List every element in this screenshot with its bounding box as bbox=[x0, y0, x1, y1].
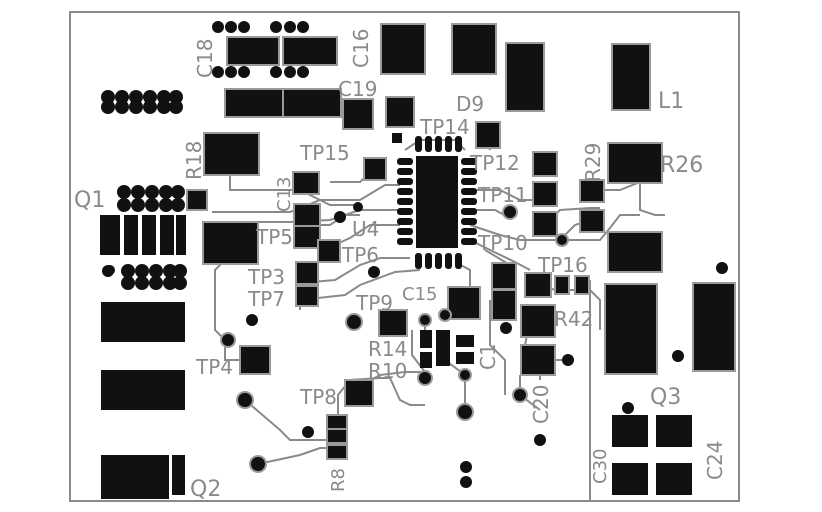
label-c13: C13 bbox=[274, 177, 295, 212]
label-tp6: TP6 bbox=[341, 243, 379, 267]
label-c15: C15 bbox=[402, 284, 437, 305]
label-c16: C16 bbox=[349, 29, 373, 68]
board-outline bbox=[69, 11, 740, 502]
label-d9: D9 bbox=[456, 92, 484, 116]
label-tp15: TP15 bbox=[299, 141, 350, 165]
label-c18: C18 bbox=[193, 39, 217, 78]
silkscreen-labels: C18 C16 C19 D9 L1 R18 TP15 TP14 TP12 R29… bbox=[74, 29, 727, 502]
label-c20: C20 bbox=[529, 385, 553, 424]
label-r14: R14 bbox=[368, 337, 407, 361]
label-r8: R8 bbox=[328, 468, 349, 492]
label-tp4: TP4 bbox=[195, 355, 233, 379]
label-tp9: TP9 bbox=[355, 291, 393, 315]
label-q1: Q1 bbox=[74, 188, 105, 213]
label-r42: R42 bbox=[554, 307, 593, 331]
label-q2: Q2 bbox=[190, 477, 221, 502]
label-c24: C24 bbox=[703, 441, 727, 480]
label-r10: R10 bbox=[368, 359, 407, 383]
label-c19: C19 bbox=[338, 77, 377, 101]
label-l1: L1 bbox=[658, 89, 684, 114]
label-tp16: TP16 bbox=[537, 253, 588, 277]
label-tp10: TP10 bbox=[477, 231, 528, 255]
label-u4: U4 bbox=[352, 217, 379, 241]
vias bbox=[105, 202, 728, 488]
label-q3: Q3 bbox=[650, 385, 681, 410]
label-r26: R26 bbox=[660, 153, 703, 178]
label-tp8: TP8 bbox=[299, 385, 337, 409]
label-r29: R29 bbox=[581, 143, 605, 182]
label-c1x: C1 bbox=[476, 343, 500, 370]
label-r18: R18 bbox=[182, 141, 206, 180]
label-tp14: TP14 bbox=[419, 115, 470, 139]
label-c30: C30 bbox=[590, 449, 611, 484]
label-tp3: TP3 bbox=[247, 265, 285, 289]
label-tp12: TP12 bbox=[469, 151, 520, 175]
label-tp11: TP11 bbox=[477, 183, 528, 207]
label-tp7: TP7 bbox=[247, 287, 285, 311]
copper bbox=[100, 21, 736, 499]
label-tp5: TP5 bbox=[255, 225, 293, 249]
